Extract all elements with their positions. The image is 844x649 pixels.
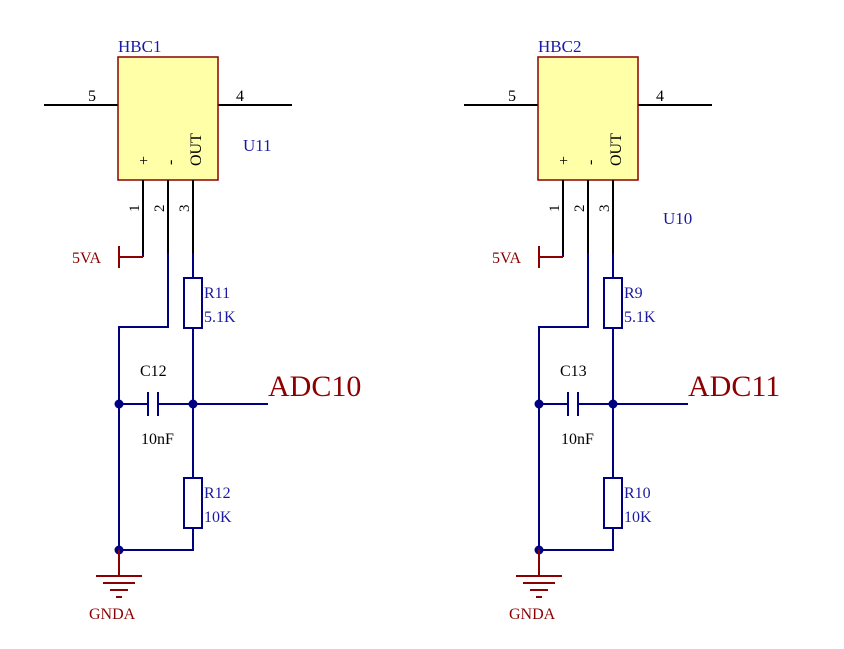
ground-label: GNDA bbox=[509, 606, 556, 623]
pin4-number: 4 bbox=[656, 88, 664, 105]
r-top-label: R9 bbox=[624, 285, 643, 302]
supply-label: 5VA bbox=[72, 250, 101, 267]
r-bottom-label: R10 bbox=[624, 485, 651, 502]
r-top-label: R11 bbox=[204, 285, 230, 302]
ground-label: GNDA bbox=[89, 606, 136, 623]
supply-label: 5VA bbox=[492, 250, 521, 267]
pin-minus-label: - bbox=[582, 160, 599, 165]
r-top-value: 5.1K bbox=[204, 309, 236, 326]
pin-minus-label: - bbox=[162, 160, 179, 165]
r-bottom-wire bbox=[539, 528, 614, 551]
net-label: ADC11 bbox=[688, 370, 780, 403]
pin3-number: 3 bbox=[597, 205, 613, 213]
r-bottom-body bbox=[603, 477, 623, 529]
r-bottom-body bbox=[183, 477, 203, 529]
junction-left bbox=[114, 399, 124, 409]
pin1-number: 1 bbox=[547, 205, 563, 213]
r-bottom-label: R12 bbox=[204, 485, 231, 502]
pin2-wire bbox=[118, 253, 169, 550]
junction-left bbox=[534, 399, 544, 409]
r-top-value: 5.1K bbox=[624, 309, 656, 326]
pin-out-label: OUT bbox=[188, 133, 205, 166]
pin5-number: 5 bbox=[88, 88, 96, 105]
r-top-body bbox=[603, 277, 623, 329]
circuit-2: HBC2 5 4 U10 + - OUT 1 2 3 5VA R9 5.1K C… bbox=[464, 37, 780, 623]
pin3-number: 3 bbox=[177, 205, 193, 213]
pin5-number: 5 bbox=[508, 88, 516, 105]
pin-plus-label: + bbox=[556, 156, 573, 165]
pin2-number: 2 bbox=[572, 205, 588, 213]
r-bottom-value: 10K bbox=[624, 509, 652, 526]
cap-label: C12 bbox=[140, 363, 167, 380]
r-bottom-wire bbox=[119, 528, 194, 551]
pin2-number: 2 bbox=[152, 205, 168, 213]
sensor-label: HBC1 bbox=[118, 37, 161, 56]
junction-right bbox=[188, 399, 198, 409]
pin-out-label: OUT bbox=[608, 133, 625, 166]
r-bottom-value: 10K bbox=[204, 509, 232, 526]
cap-value: 10nF bbox=[141, 431, 174, 448]
pin1-number: 1 bbox=[127, 205, 143, 213]
net-label: ADC10 bbox=[268, 370, 361, 403]
designator: U11 bbox=[243, 136, 272, 155]
sensor-body bbox=[117, 56, 219, 181]
circuit-1: HBC1 5 4 U11 + - OUT 1 2 3 5VA R11 5.1K … bbox=[44, 37, 361, 623]
designator: U10 bbox=[663, 209, 692, 228]
cap-label: C13 bbox=[560, 363, 587, 380]
pin-plus-label: + bbox=[136, 156, 153, 165]
pin2-wire bbox=[538, 253, 589, 550]
junction-right bbox=[608, 399, 618, 409]
r-top-body bbox=[183, 277, 203, 329]
pin4-number: 4 bbox=[236, 88, 244, 105]
sensor-body bbox=[537, 56, 639, 181]
sensor-label: HBC2 bbox=[538, 37, 581, 56]
cap-value: 10nF bbox=[561, 431, 594, 448]
